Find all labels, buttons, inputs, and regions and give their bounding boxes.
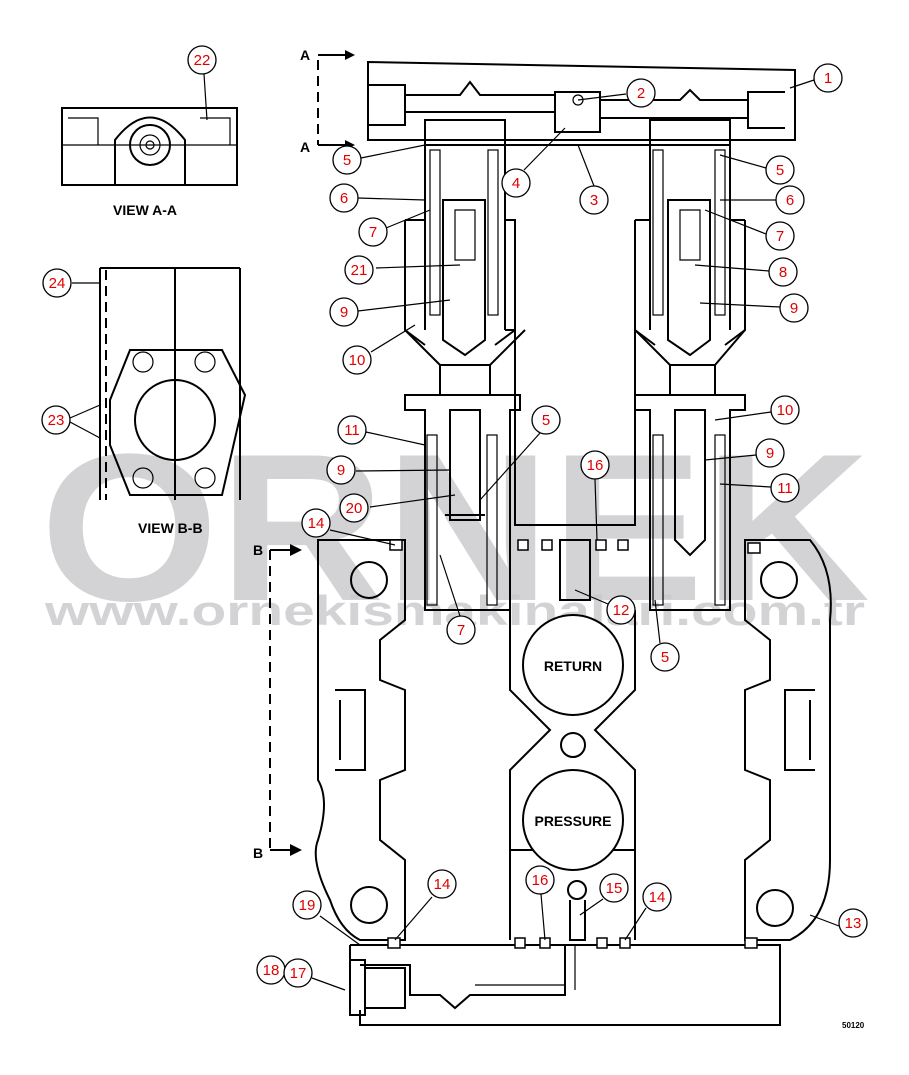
svg-text:7: 7 xyxy=(776,228,784,245)
callout: 16 xyxy=(580,450,610,480)
return-port: RETURN xyxy=(522,614,624,716)
section-markers: A A B B xyxy=(253,47,355,861)
callout: 21 xyxy=(344,255,374,285)
callout: 9 xyxy=(326,455,356,485)
callout: 12 xyxy=(606,595,636,625)
callout: 23 xyxy=(41,405,71,435)
drawing-number: 50120 xyxy=(842,1021,865,1030)
svg-text:5: 5 xyxy=(776,162,784,179)
callout: 7 xyxy=(446,615,476,645)
callout: 9 xyxy=(779,293,809,323)
callout: 14 xyxy=(642,882,672,912)
svg-text:10: 10 xyxy=(777,402,794,419)
svg-text:23: 23 xyxy=(48,412,65,429)
callout: 5 xyxy=(531,405,561,435)
right-upper-spool xyxy=(634,119,746,395)
view-b-b: VIEW B-B xyxy=(99,267,247,536)
callout: 17 xyxy=(283,958,313,988)
callout: 22 xyxy=(187,45,217,75)
svg-text:7: 7 xyxy=(369,224,377,241)
callout: 10 xyxy=(342,345,372,375)
callouts: 1 2 3 4 5 5 6 6 7 7 21 8 9 9 10 10 11 5 … xyxy=(41,45,868,988)
svg-text:10: 10 xyxy=(349,352,366,369)
svg-text:9: 9 xyxy=(766,445,774,462)
svg-text:5: 5 xyxy=(542,412,550,429)
callout: 5 xyxy=(765,155,795,185)
callout: 5 xyxy=(650,642,680,672)
left-upper-spool xyxy=(404,119,526,395)
svg-text:5: 5 xyxy=(343,152,351,169)
svg-text:15: 15 xyxy=(606,880,623,897)
svg-text:3: 3 xyxy=(590,192,598,209)
callout: 9 xyxy=(755,438,785,468)
callout: 1 xyxy=(813,63,843,93)
o-rings xyxy=(387,539,761,949)
svg-text:14: 14 xyxy=(649,889,666,906)
svg-text:11: 11 xyxy=(344,422,360,439)
svg-text:11: 11 xyxy=(777,480,793,497)
callout: 5 xyxy=(332,145,362,175)
svg-text:13: 13 xyxy=(845,915,862,932)
svg-text:20: 20 xyxy=(346,500,363,517)
main-body xyxy=(314,539,832,1026)
view-b-label: VIEW B-B xyxy=(138,520,203,536)
callout: 7 xyxy=(765,221,795,251)
callout: 6 xyxy=(775,185,805,215)
callout: 8 xyxy=(768,257,798,287)
pressure-port-label: PRESSURE xyxy=(534,813,611,829)
svg-text:7: 7 xyxy=(457,622,465,639)
top-cap xyxy=(367,60,796,141)
svg-text:16: 16 xyxy=(587,457,604,474)
callout: 16 xyxy=(525,865,555,895)
svg-text:2: 2 xyxy=(637,85,645,102)
pressure-port: PRESSURE xyxy=(522,769,624,871)
svg-text:6: 6 xyxy=(340,190,348,207)
svg-text:24: 24 xyxy=(49,275,66,292)
callout: 7 xyxy=(358,217,388,247)
watermark-brand: ORNEK xyxy=(40,410,870,645)
callout: 11 xyxy=(770,473,800,503)
svg-text:21: 21 xyxy=(351,262,368,279)
callout: 4 xyxy=(501,168,531,198)
callout: 6 xyxy=(329,183,359,213)
section-b-bottom: B xyxy=(253,845,263,861)
callout: 14 xyxy=(301,508,331,538)
view-a-label: VIEW A-A xyxy=(113,202,177,218)
callout: 14 xyxy=(427,869,457,899)
callout: 11 xyxy=(337,415,367,445)
svg-text:22: 22 xyxy=(194,52,211,69)
center-body xyxy=(505,144,650,526)
callout: 9 xyxy=(329,297,359,327)
callout: 10 xyxy=(770,395,800,425)
svg-text:18: 18 xyxy=(263,962,280,979)
svg-text:9: 9 xyxy=(790,300,798,317)
callout: 18 xyxy=(256,955,286,985)
callout: 3 xyxy=(579,185,609,215)
leader-lines xyxy=(69,73,840,991)
callout: 19 xyxy=(292,890,322,920)
return-port-label: RETURN xyxy=(544,658,602,674)
callout: 24 xyxy=(42,268,72,298)
svg-text:1: 1 xyxy=(824,70,832,87)
svg-text:14: 14 xyxy=(434,876,451,893)
callout: 15 xyxy=(599,873,629,903)
svg-text:12: 12 xyxy=(613,602,630,619)
svg-text:8: 8 xyxy=(779,264,787,281)
callout: 20 xyxy=(339,493,369,523)
svg-text:9: 9 xyxy=(340,304,348,321)
svg-text:19: 19 xyxy=(299,897,316,914)
svg-text:9: 9 xyxy=(337,462,345,479)
section-a-top: A xyxy=(300,47,310,63)
callout: 2 xyxy=(626,78,656,108)
section-b-top: B xyxy=(253,542,263,558)
view-a-a: VIEW A-A xyxy=(61,107,238,218)
svg-text:4: 4 xyxy=(512,175,520,192)
section-a-bottom: A xyxy=(300,139,310,155)
callout: 13 xyxy=(838,908,868,938)
svg-text:17: 17 xyxy=(290,965,307,982)
svg-text:6: 6 xyxy=(786,192,794,209)
svg-text:14: 14 xyxy=(308,515,325,532)
svg-text:5: 5 xyxy=(661,649,669,666)
svg-text:16: 16 xyxy=(532,872,549,889)
